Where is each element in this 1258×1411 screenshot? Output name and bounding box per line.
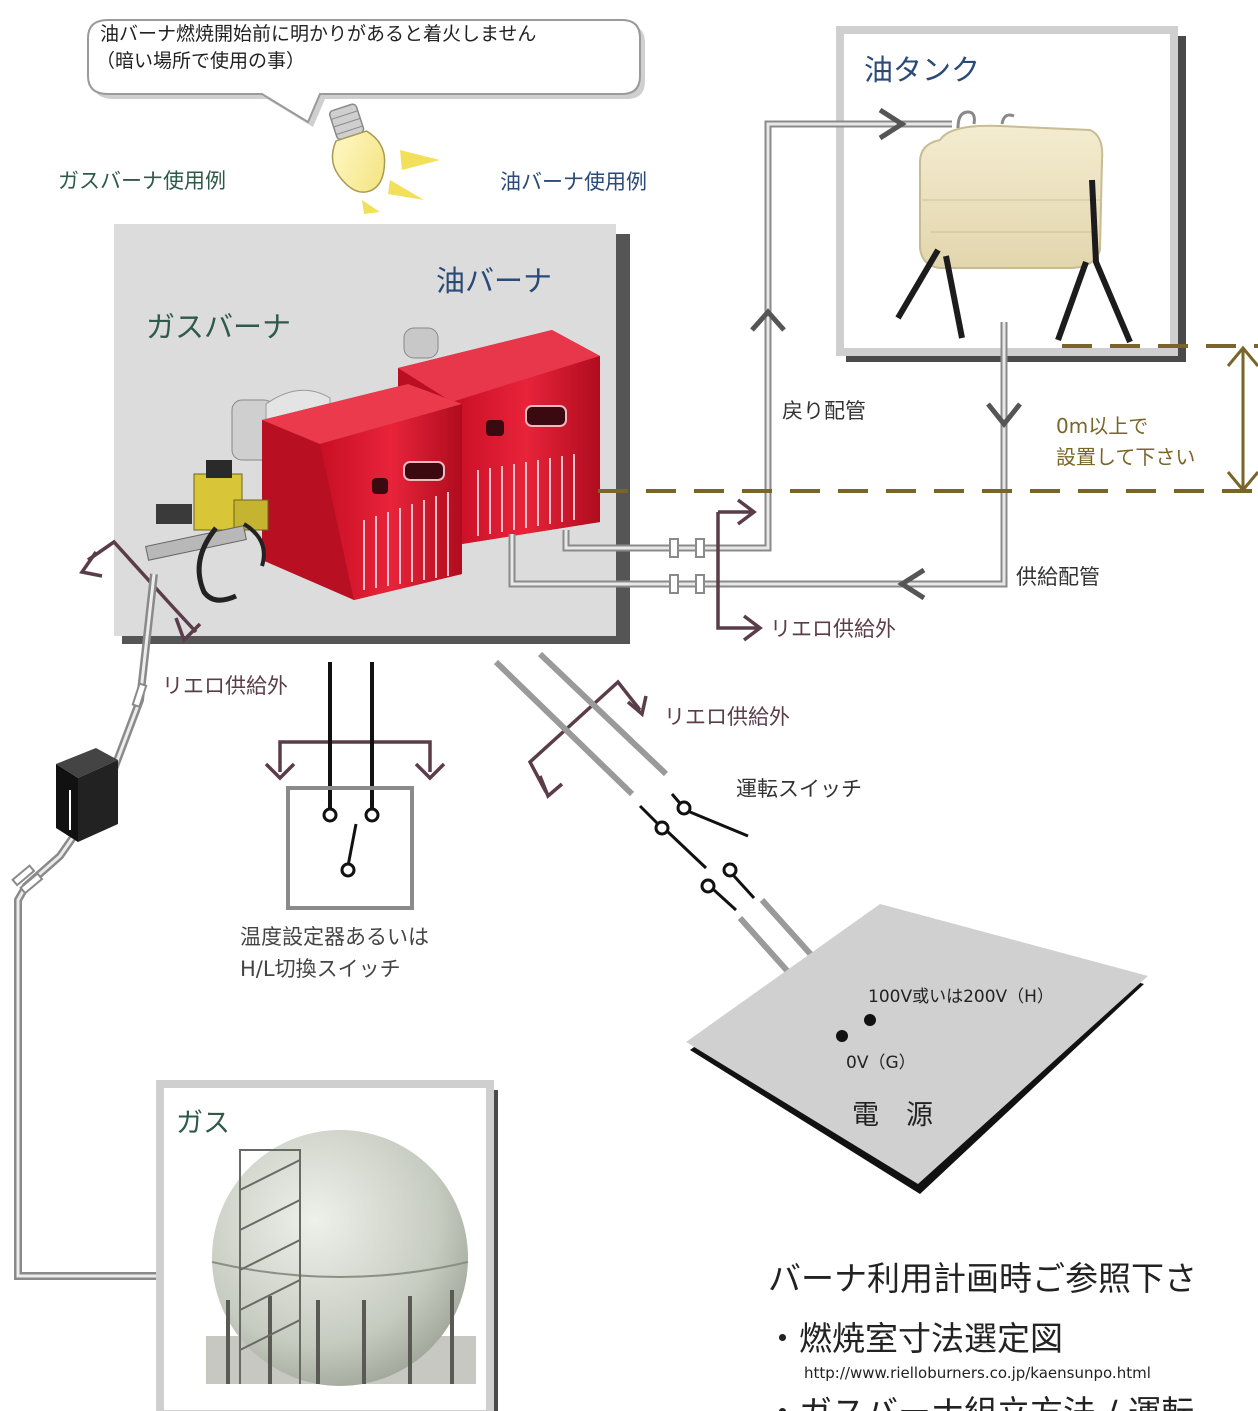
supply-flow-arrow-icon <box>986 402 1022 429</box>
thermostat-wires <box>328 662 374 808</box>
gas-burner-image <box>145 384 462 603</box>
light-bulb-icon <box>328 103 440 214</box>
voltage-g-label: 0V（G） <box>846 1053 916 1073</box>
gas-filter-icon <box>56 748 118 842</box>
oil-tank-image <box>895 110 1133 344</box>
bubble-line-2: （暗い場所で使用の事） <box>96 50 305 72</box>
warning-bubble: 油バーナ燃焼開始前に明かりがあると着火しません （暗い場所で使用の事） <box>87 19 645 127</box>
gas-pipe-coupling <box>11 682 148 895</box>
power-source-label: 電 源 <box>852 1100 933 1131</box>
height-note-line-2: 設置して下さい <box>1056 445 1195 469</box>
run-switch-icon <box>638 793 756 912</box>
gas-burner-label: ガスバーナ <box>146 310 291 344</box>
riello-bracket-power <box>527 679 648 799</box>
riello-not-supplied-label-gas: リエロ供給外 <box>162 674 288 698</box>
level-reference-lines <box>598 344 1258 493</box>
oil-burner-label: 油バーナ <box>436 264 552 298</box>
terminal-h-icon <box>864 1014 876 1026</box>
thermostat-label-1: 温度設定器あるいは <box>240 925 429 949</box>
supply-pipe-label: 供給配管 <box>1016 565 1100 589</box>
riello-not-supplied-label-oil: リエロ供給外 <box>770 617 896 641</box>
terminal-g-icon <box>836 1030 848 1042</box>
riello-bracket-gas <box>79 539 202 644</box>
return-flow-arrow-icon <box>750 308 786 332</box>
run-switch-label: 運転スイッチ <box>736 777 862 801</box>
gas-label: ガス <box>176 1108 230 1139</box>
height-dimension-arrow <box>1226 345 1258 493</box>
riello-not-supplied-label-power: リエロ供給外 <box>664 705 790 729</box>
reference-item-2: ・ガスバーナ組立方法 / 運転 <box>766 1393 1194 1411</box>
reference-item-1: ・燃焼室寸法選定図 <box>766 1319 1063 1358</box>
oil-tank-label: 油タンク <box>864 53 980 87</box>
gas-sphere-image <box>206 1130 476 1386</box>
return-pipe-label: 戻り配管 <box>782 399 866 423</box>
oil-return-pipe <box>562 120 952 552</box>
voltage-h-label: 100V或いは200V（H） <box>868 987 1054 1007</box>
return-inlet-arrow-icon <box>878 107 907 141</box>
reference-item-1-link[interactable]: http://www.rielloburners.co.jp/kaensunpo… <box>804 1364 1151 1382</box>
bubble-line-1: 油バーナ燃焼開始前に明かりがあると着火しません <box>100 23 536 45</box>
switch-symbol-icon <box>322 807 380 878</box>
riello-bracket-thermostat <box>264 740 446 781</box>
gas-burner-example-label: ガスバーナ使用例 <box>58 169 226 193</box>
power-source-plate <box>686 904 1148 1194</box>
gas-pipe <box>14 573 210 1280</box>
supply-left-arrow-icon <box>897 567 926 601</box>
oil-burner-example-label: 油バーナ使用例 <box>500 170 647 194</box>
oil-supply-pipe <box>508 322 1008 588</box>
height-note-line-1: 0m以上で <box>1056 414 1148 438</box>
pipe-coupling <box>669 538 705 594</box>
thermostat-label-2: H/L切換スイッチ <box>240 957 401 981</box>
thermostat-box <box>286 786 414 910</box>
reference-heading: バーナ利用計画時ご参照下さ <box>768 1259 1197 1298</box>
riello-bracket-oil <box>716 498 763 642</box>
